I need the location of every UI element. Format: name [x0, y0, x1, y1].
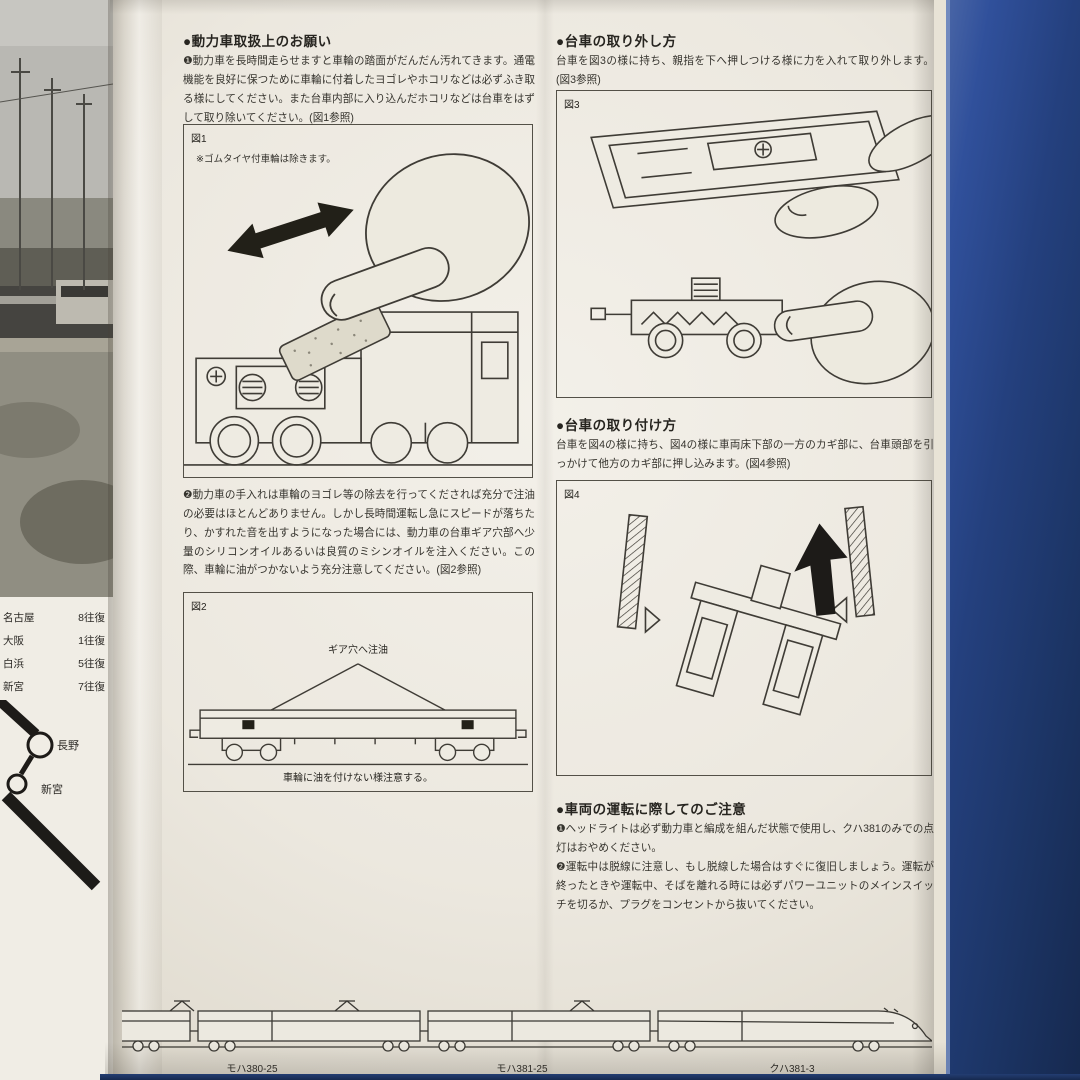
bogie-attachment-paragraph: 台車を図4の様に持ち、図4の様に車両床下部の一方のカギ部に、台車頭部を引っかけて… — [556, 439, 934, 470]
bogie-removal-paragraph: 台車を図3の様に持ち、親指を下へ押しつける様に力を入れて取り外します。(図3参照… — [556, 55, 934, 86]
motor-car-paragraph-1: ❶動力車を長時間走らせますと車輪の踏面がだんだん汚れてきます。通電機能を良好に保… — [183, 55, 535, 124]
center-fold-crease — [536, 0, 554, 1080]
schedule-destination: 名古屋 — [3, 612, 35, 624]
schedule-destination: 大阪 — [3, 635, 24, 647]
station-label-nagano: 長野 — [57, 740, 79, 752]
schedule-row: 大阪 1往復 — [3, 633, 105, 648]
right-edge-shadow — [912, 0, 934, 1080]
heading-bogie-removal: ●台車の取り外し方 — [556, 34, 677, 49]
figure-2-label: 図2 — [191, 602, 207, 613]
figure-1-box: 図1 ※ゴムタイヤ付車輪は除きます。 — [183, 124, 533, 478]
figure-2-box: 図2 ギア穴へ注油 車輪に油を付けない様注意する。 — [183, 592, 533, 792]
figure-2-caption: 車輪に油を付けない様注意する。 — [283, 773, 433, 784]
operation-note-2: ❷運転中は脱線に注意し、もし脱線した場合はすぐに復旧しましょう。運転が終ったとき… — [556, 861, 934, 911]
top-edge-shadow — [110, 0, 946, 14]
heading-operation-notes: ●車両の運転に際してのご注意 — [556, 802, 747, 817]
left-page-panel: 名古屋 8往復 大阪 1往復 白浜 5往復 新宮 7往復 — [0, 0, 113, 1080]
schedule-row: 白浜 5往復 — [3, 656, 105, 671]
binder-cover-right — [946, 0, 1080, 1080]
heading-bogie-attachment: ●台車の取り付け方 — [556, 418, 677, 433]
figure-1-label: 図1 — [191, 134, 207, 145]
binder-cover-bottom — [100, 1074, 1080, 1080]
car-label: モハ380-25 — [197, 1060, 307, 1075]
figure-4-box: 図4 — [556, 480, 932, 776]
schedule-row: 名古屋 8往復 — [3, 610, 105, 625]
car-label: モハ381-25 — [462, 1060, 582, 1075]
figure-3-label: 図3 — [564, 100, 580, 111]
schedule-count: 1往復 — [78, 635, 105, 647]
figure-4-label: 図4 — [564, 490, 580, 501]
schedule-destination: 新宮 — [3, 681, 24, 693]
bogie-attachment-illustration — [616, 505, 876, 716]
station-label-shingu: 新宮 — [41, 784, 63, 796]
schedule-count: 7往復 — [78, 681, 105, 693]
page-fold-crease — [108, 0, 162, 1080]
figure-1-note: ※ゴムタイヤ付車輪は除きます。 — [196, 154, 336, 165]
train-photo — [0, 0, 113, 597]
schedule-row: 新宮 7往復 — [3, 679, 105, 694]
car-label: クハ381-3 — [737, 1060, 847, 1075]
motor-bogie-cleaning-illustration — [184, 153, 532, 466]
operation-note-1: ❶ヘッドライトは必ず動力車と編成を組んだ状態で使用し、クハ381のみでの点灯はお… — [556, 823, 934, 854]
binder-cover-edge-highlight — [946, 0, 950, 1080]
bottom-edge-shadow — [105, 1042, 946, 1074]
train-consist-illustration — [122, 1000, 932, 1052]
schedule-count: 8往復 — [78, 612, 105, 624]
motor-car-paragraph-2: ❷動力車の手入れは車輪のヨゴレ等の除去を行ってくだされば充分で注油の必要はほとん… — [183, 489, 535, 577]
heading-motor-car-handling: ●動力車取扱上のお願い — [183, 34, 332, 49]
oiling-points-illustration — [188, 663, 528, 766]
figure-2-callout: ギア穴へ注油 — [328, 645, 388, 656]
schedule-destination: 白浜 — [3, 658, 24, 670]
route-map — [0, 700, 101, 891]
bogie-removal-illustration — [590, 110, 931, 385]
schedule-count: 5往復 — [78, 658, 105, 670]
figure-3-box: 図3 — [556, 90, 932, 398]
